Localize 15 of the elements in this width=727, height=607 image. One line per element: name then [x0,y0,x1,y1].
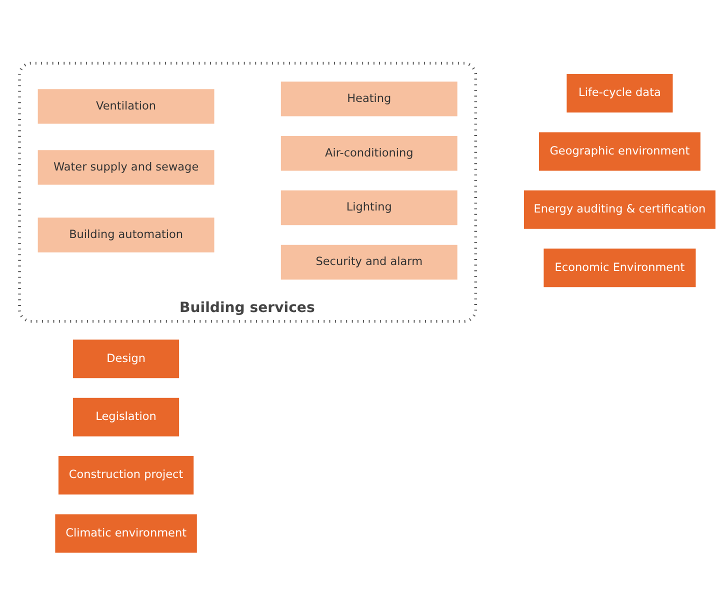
node-box: Ventilation [38,88,214,124]
node-box: Security and alarm [280,244,458,280]
node-box: Economic Environment [544,248,696,287]
node-box: Water supply and sewage [38,150,214,184]
node-box: Heating [280,81,458,116]
node-box: Building automation [38,217,214,252]
node-box: Air-conditioning [280,136,458,170]
node-box: Energy auditing & certification [524,190,716,228]
node-box: Climatic environment [55,514,197,552]
node-box: Life-cycle data [566,74,673,112]
node-box: Construction project [58,456,194,494]
node-box: Design [73,339,180,378]
node-box: Legislation [73,397,180,436]
node-box: Lighting [280,190,458,225]
node-box: Geographic environment [539,132,700,170]
